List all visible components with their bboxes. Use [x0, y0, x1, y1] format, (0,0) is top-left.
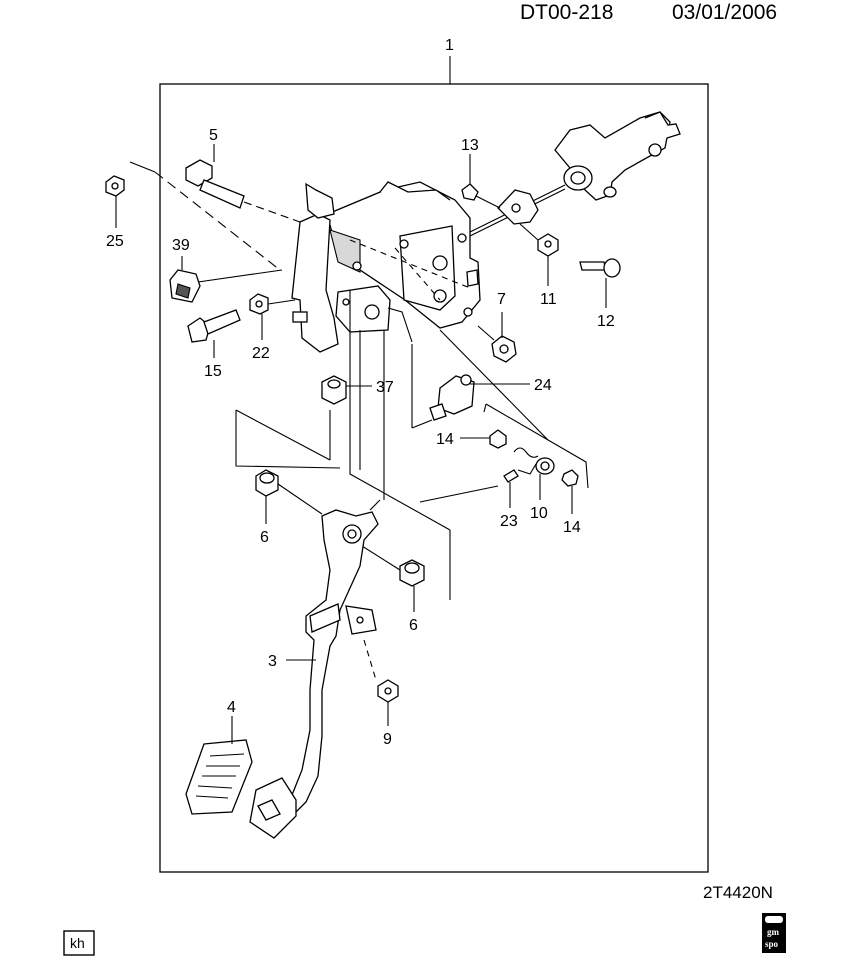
- callout-11: 11: [540, 291, 557, 308]
- nut-part-14-upper: [489, 429, 507, 449]
- clip-part-13: [461, 183, 479, 201]
- pin-part-12: [579, 258, 621, 278]
- callout-6-right: 6: [409, 617, 418, 634]
- clutch-master-cylinder: [469, 111, 681, 237]
- callout-6-left: 6: [260, 529, 269, 546]
- callout-1: 1: [445, 37, 454, 54]
- callout-4: 4: [227, 699, 236, 716]
- svg-text:spo: spo: [765, 939, 779, 949]
- pin-part-23: [503, 469, 519, 483]
- bolt-part-15: [187, 309, 241, 343]
- callout-7: 7: [497, 291, 506, 308]
- callout-22: 22: [252, 345, 270, 362]
- pedal-foot-plate: [249, 777, 297, 839]
- kh-badge: kh: [63, 930, 95, 956]
- nut-part-14-lower: [561, 469, 579, 487]
- figure-code: 2T4420N: [703, 883, 773, 902]
- callout-12: 12: [597, 313, 615, 330]
- callout-15: 15: [204, 363, 222, 380]
- callout-5: 5: [209, 127, 218, 144]
- bushing-part-6-left: [255, 469, 279, 497]
- nut-part-7: [491, 335, 517, 363]
- gm-spo-logo: gm spo: [762, 913, 786, 953]
- pedal-pad-part-4: [185, 739, 253, 815]
- clutch-switch-part-24: [429, 374, 475, 421]
- callout-9: 9: [383, 731, 392, 748]
- callout-14-upper: 14: [436, 431, 454, 448]
- callout-24: 24: [534, 377, 552, 394]
- nut-part-25: [105, 175, 125, 197]
- callout-13: 13: [461, 137, 479, 154]
- callout-25: 25: [106, 233, 124, 250]
- pedal-bracket: [316, 181, 481, 329]
- push-rod-clevis: [497, 189, 539, 225]
- document-code: DT00-218: [520, 1, 613, 24]
- callout-39: 39: [172, 237, 190, 254]
- callout-37: 37: [376, 379, 394, 396]
- callout-3: 3: [268, 653, 277, 670]
- svg-text:gm: gm: [767, 927, 780, 937]
- bushing-part-11: [537, 233, 559, 257]
- callout-23: 23: [500, 513, 518, 530]
- nut-part-9: [377, 679, 399, 703]
- document-date: 03/01/2006: [672, 1, 777, 24]
- kh-badge-label: kh: [70, 935, 85, 951]
- bolt-part-5: [185, 159, 301, 223]
- clip-part-39: [169, 269, 201, 303]
- bushing-part-6-right: [399, 559, 425, 587]
- bracket-side-plate: [291, 182, 339, 353]
- callout-10: 10: [530, 505, 548, 522]
- nut-part-22: [249, 293, 269, 315]
- clutch-pedal-arm-part-3: [289, 499, 381, 814]
- assembly-frame: [159, 83, 709, 873]
- bushing-part-37: [321, 375, 347, 405]
- spring-part-10: [513, 447, 555, 475]
- callout-14-lower: 14: [563, 519, 581, 536]
